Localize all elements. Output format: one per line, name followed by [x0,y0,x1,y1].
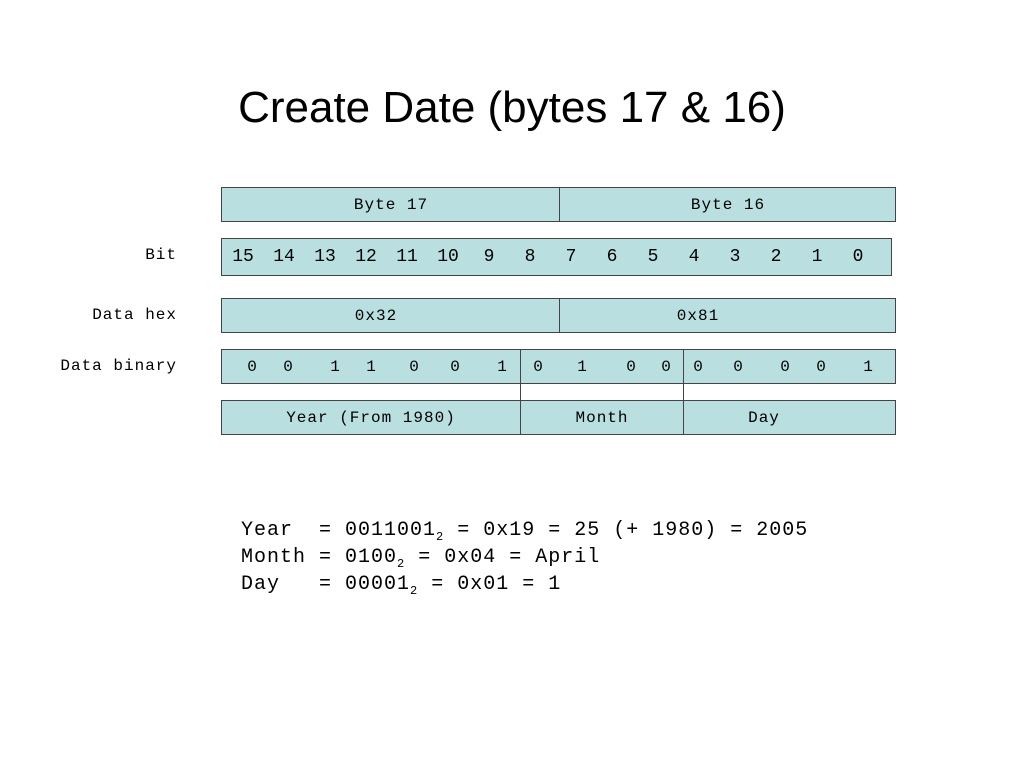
bit-number: 5 [647,247,659,267]
bit-number: 1 [811,247,823,267]
byte-header-row: Byte 17 Byte 16 [221,187,896,222]
data-binary-row: 0 0 1 1 0 0 1 0 1 0 0 0 0 0 0 1 [221,349,896,384]
page-title: Create Date (bytes 17 & 16) [238,83,786,132]
byte-16-hex: 0x81 [676,306,720,325]
hex-divider [559,299,560,332]
byte-17-hex: 0x32 [354,306,398,325]
bit-number: 12 [355,247,377,267]
data-binary-label: Data binary [60,357,177,375]
bit-number: 6 [606,247,618,267]
bit-number: 14 [273,247,295,267]
binary-digit: 1 [577,357,587,376]
binary-digit: 0 [626,357,636,376]
bit-number: 11 [396,247,418,267]
formula-month-tail: = 0x04 = April [405,546,601,569]
bit-number: 8 [524,247,536,267]
bit-number: 2 [770,247,782,267]
field-year: Year (From 1980) [286,408,456,427]
binary-digit: 1 [497,357,507,376]
formula-month: Month = 01002 = 0x04 = April [241,544,600,578]
binary-digit: 0 [247,357,257,376]
byte-17-label: Byte 17 [353,195,429,214]
binary-digit: 0 [409,357,419,376]
formula-month-base: 2 [397,557,406,571]
bit-number: 13 [314,247,336,267]
field-day: Day [748,408,780,427]
formula-day-base: 2 [410,584,419,598]
bit-row-label: Bit [145,246,177,264]
binary-divider-year-month [520,350,521,383]
field-month: Month [575,408,629,427]
binary-digit: 0 [661,357,671,376]
bit-number: 15 [232,247,254,267]
data-hex-row: 0x32 0x81 [221,298,896,333]
binary-digit: 1 [330,357,340,376]
binary-digit: 0 [816,357,826,376]
binary-digit: 0 [450,357,460,376]
connector-month-day [683,384,684,400]
byte-divider [559,188,560,221]
bit-number: 3 [729,247,741,267]
binary-digit: 0 [733,357,743,376]
binary-digit: 0 [533,357,543,376]
binary-divider-month-day [683,350,684,383]
formula-year: Year = 00110012 = 0x19 = 25 (+ 1980) = 2… [241,517,808,551]
binary-digit: 1 [366,357,376,376]
field-row: Year (From 1980) Month Day [221,400,896,435]
formula-month-head: Month = 0100 [241,546,398,569]
formula-day-head: Day = 00001 [241,573,411,596]
field-divider-year-month [520,401,521,434]
bit-number: 7 [565,247,577,267]
binary-digit: 0 [283,357,293,376]
byte-16-label: Byte 16 [690,195,766,214]
binary-digit: 0 [780,357,790,376]
formula-year-head: Year = 0011001 [241,519,437,542]
field-divider-month-day [683,401,684,434]
bit-number: 9 [483,247,495,267]
bit-number: 10 [437,247,459,267]
formula-day: Day = 000012 = 0x01 = 1 [241,571,561,605]
bit-number: 0 [852,247,864,267]
formula-year-base: 2 [436,530,445,544]
formula-year-tail: = 0x19 = 25 (+ 1980) = 2005 [444,519,809,542]
binary-digit: 0 [693,357,703,376]
connector-year-month [520,384,521,400]
bit-number: 4 [688,247,700,267]
data-hex-label: Data hex [92,306,177,324]
formula-day-tail: = 0x01 = 1 [418,573,562,596]
binary-digit: 1 [863,357,873,376]
